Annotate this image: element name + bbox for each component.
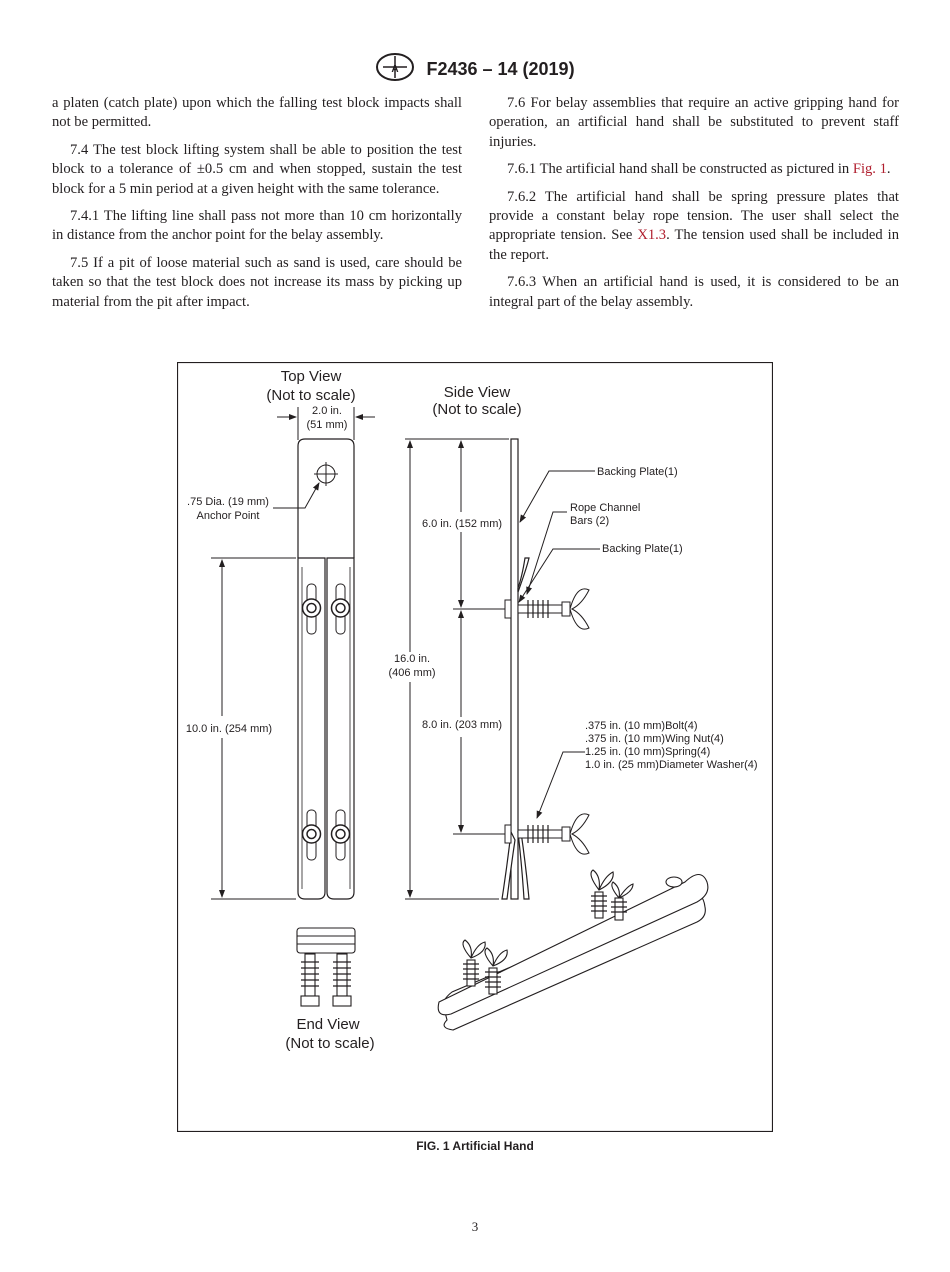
parts-bolt: .375 in. (10 mm)Bolt(4) bbox=[585, 720, 697, 732]
figure-1: Top View (Not to scale) 2.0 in. (51 mm) … bbox=[177, 362, 773, 1132]
paragraph-7-6: 7.6 For belay assemblies that require an… bbox=[489, 95, 899, 150]
parts-wing-nut: .375 in. (10 mm)Wing Nut(4) bbox=[585, 733, 724, 745]
length-6-label: 6.0 in. (152 mm) bbox=[422, 518, 502, 530]
page-number: 3 bbox=[471, 1219, 479, 1234]
anchor-leader bbox=[273, 482, 320, 509]
svg-text:A: A bbox=[392, 64, 399, 75]
end-view-subtitle: (Not to scale) bbox=[285, 1035, 374, 1052]
backing-plate-label-1: Backing Plate(1) bbox=[597, 466, 678, 478]
length-8-label: 8.0 in. (203 mm) bbox=[422, 719, 502, 731]
top-view-subtitle: (Not to scale) bbox=[266, 387, 355, 404]
side-view-bolts bbox=[504, 588, 590, 855]
parts-spring: 1.25 in. (10 mm)Spring(4) bbox=[585, 746, 710, 758]
width-dimension-lines bbox=[277, 407, 375, 440]
length-16-label: 16.0 in. bbox=[394, 653, 430, 665]
top-view-plate bbox=[297, 438, 355, 900]
side-view-subtitle: (Not to scale) bbox=[432, 401, 521, 418]
length-16-mm-label: (406 mm) bbox=[388, 667, 435, 679]
paragraph-7-6-2: 7.6.2 The artificial hand shall be sprin… bbox=[489, 188, 899, 263]
side-view-dimensions bbox=[405, 438, 511, 900]
rope-channel-label-line2: Bars (2) bbox=[570, 515, 609, 527]
paragraph-7-6-1: 7.6.1 The artificial hand shall be const… bbox=[507, 161, 891, 178]
width-dimension-in: 2.0 in. bbox=[312, 405, 342, 417]
x1-3-link[interactable]: X1.3 bbox=[637, 227, 667, 244]
figure-frame bbox=[177, 362, 773, 1132]
top-view-title: Top View bbox=[281, 368, 342, 385]
paragraph-7-3-cont: a platen (catch plate) upon which the fa… bbox=[52, 95, 462, 131]
document-designation: F2436 – 14 (2019) bbox=[426, 59, 575, 79]
backing-plate-label-2: Backing Plate(1) bbox=[602, 543, 683, 555]
width-dimension-mm: (51 mm) bbox=[307, 419, 348, 431]
end-view-drawing bbox=[296, 927, 356, 1007]
side-view-plate bbox=[501, 438, 530, 900]
figure-caption: FIG. 1 Artificial Hand bbox=[416, 1139, 534, 1153]
rope-channel-label-line1: Rope Channel bbox=[570, 502, 640, 514]
paragraph-7-4-1: 7.4.1 The lifting line shall pass not mo… bbox=[52, 208, 462, 244]
length-10-dimension bbox=[211, 557, 296, 900]
parts-washer: 1.0 in. (25 mm)Diameter Washer(4) bbox=[585, 759, 758, 771]
left-column: a platen (catch plate) upon which the fa… bbox=[52, 94, 462, 320]
page-header: A F2436 – 14 (2019) bbox=[0, 52, 950, 87]
figure-1-link[interactable]: Fig. 1 bbox=[852, 161, 887, 178]
paragraph-7-6-3: 7.6.3 When an artificial hand is used, i… bbox=[489, 274, 899, 310]
anchor-point-label: Anchor Point bbox=[197, 510, 260, 522]
paragraph-7-5: 7.5 If a pit of loose material such as s… bbox=[52, 254, 462, 310]
isometric-drawing bbox=[437, 869, 709, 1031]
callout-leaders bbox=[518, 470, 600, 819]
paragraph-7-4: 7.4 The test block lifting system shall … bbox=[52, 141, 462, 197]
side-view-title: Side View bbox=[444, 384, 511, 401]
anchor-hole-icon bbox=[314, 462, 338, 486]
top-view-bolts bbox=[301, 583, 351, 861]
length-10-label: 10.0 in. (254 mm) bbox=[186, 723, 272, 735]
astm-logo-icon: A bbox=[375, 52, 415, 87]
end-view-title: End View bbox=[296, 1016, 359, 1033]
artificial-hand-drawing: Top View (Not to scale) 2.0 in. (51 mm) … bbox=[177, 362, 773, 1132]
right-column: 7.6 For belay assemblies that require an… bbox=[489, 94, 899, 320]
anchor-dia-label: .75 Dia. (19 mm) bbox=[187, 496, 269, 508]
